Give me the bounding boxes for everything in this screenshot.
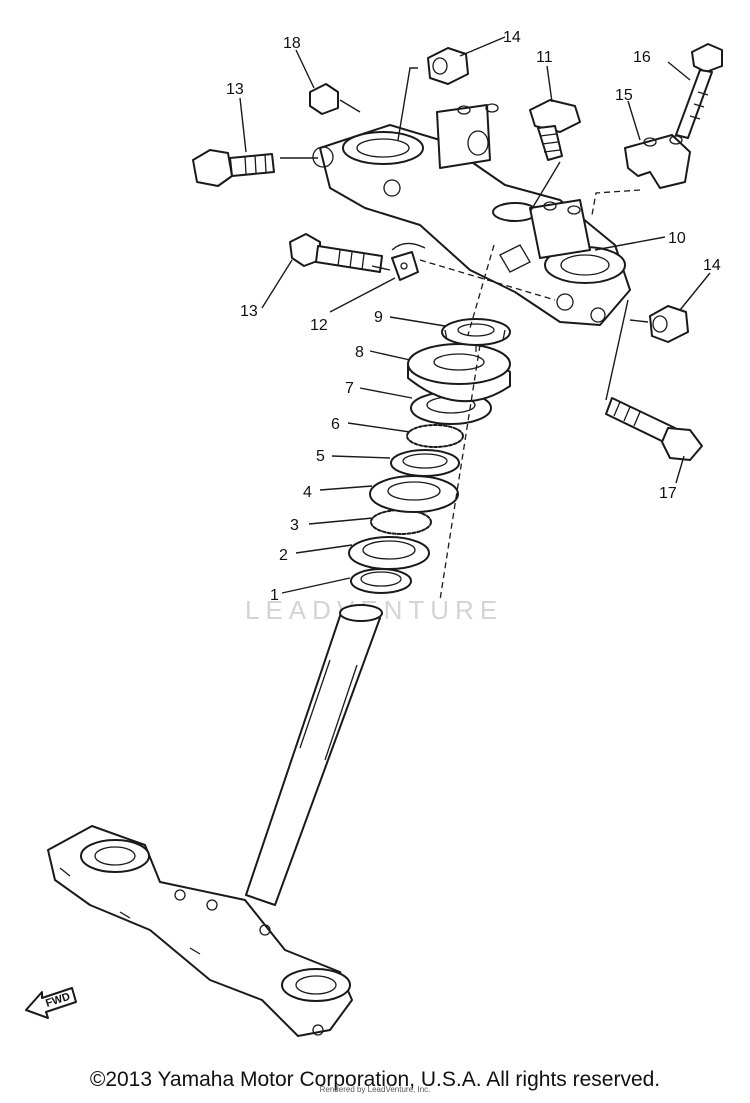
- part-15-holder: [624, 134, 691, 189]
- steering-stem: [47, 604, 383, 1037]
- callout-15: 15: [615, 87, 633, 104]
- callout-leaders: [239, 36, 711, 594]
- callout-1: 1: [270, 587, 279, 604]
- callout-13-upper: 13: [226, 81, 244, 98]
- render-note: Rendered by LeadVenture, Inc.: [319, 1085, 431, 1094]
- callout-13-lower: 13: [240, 303, 258, 320]
- callout-14-upper: 14: [503, 29, 521, 46]
- callout-6: 6: [331, 416, 340, 433]
- callout-14-right: 14: [703, 257, 721, 274]
- part-14-nut-right: [649, 305, 689, 343]
- part-13-pinch-bolt-upper: [192, 149, 275, 187]
- callout-11: 11: [536, 49, 553, 66]
- callout-4: 4: [303, 484, 312, 501]
- part-2-bearing-race: [348, 536, 430, 570]
- fwd-arrow-icon: FWD: [25, 987, 77, 1019]
- part-12-clip: [391, 242, 426, 281]
- part-18-nut: [309, 83, 339, 115]
- part-8-dust-cover: [407, 343, 511, 403]
- callout-2: 2: [279, 547, 288, 564]
- assembly-lines: [280, 67, 649, 601]
- copyright-footer: ©2013 Yamaha Motor Corporation, U.S.A. A…: [89, 1068, 661, 1091]
- part-14-nut-upper: [427, 47, 469, 85]
- part-13-pinch-bolt-lower: [289, 233, 383, 273]
- callout-labels: 1 2 3 4 5 6 7 8 9 10 11 12 13 13 14 14 1…: [226, 29, 721, 604]
- part-1-seal: [350, 568, 412, 594]
- part-9-ring-nut: [441, 318, 511, 352]
- callout-7: 7: [345, 380, 354, 397]
- callout-16: 16: [633, 49, 651, 66]
- part-3-ball-bearing: [370, 509, 432, 535]
- part-10-upper-bracket: [312, 103, 631, 326]
- bearing-stack: [348, 318, 511, 594]
- part-6-ball-bearing: [406, 424, 464, 448]
- callout-18: 18: [283, 35, 301, 52]
- part-5-race: [390, 449, 460, 477]
- callout-9: 9: [374, 309, 383, 326]
- callout-10: 10: [668, 230, 686, 247]
- callout-3: 3: [290, 517, 299, 534]
- callout-5: 5: [316, 448, 325, 465]
- callout-8: 8: [355, 344, 364, 361]
- part-11-crown-bolt: [529, 99, 581, 161]
- part-17-bolt: [605, 397, 703, 461]
- callout-12: 12: [310, 317, 328, 334]
- part-4-race: [369, 475, 459, 513]
- part-16-bolt: [675, 43, 723, 139]
- callout-17: 17: [659, 485, 677, 502]
